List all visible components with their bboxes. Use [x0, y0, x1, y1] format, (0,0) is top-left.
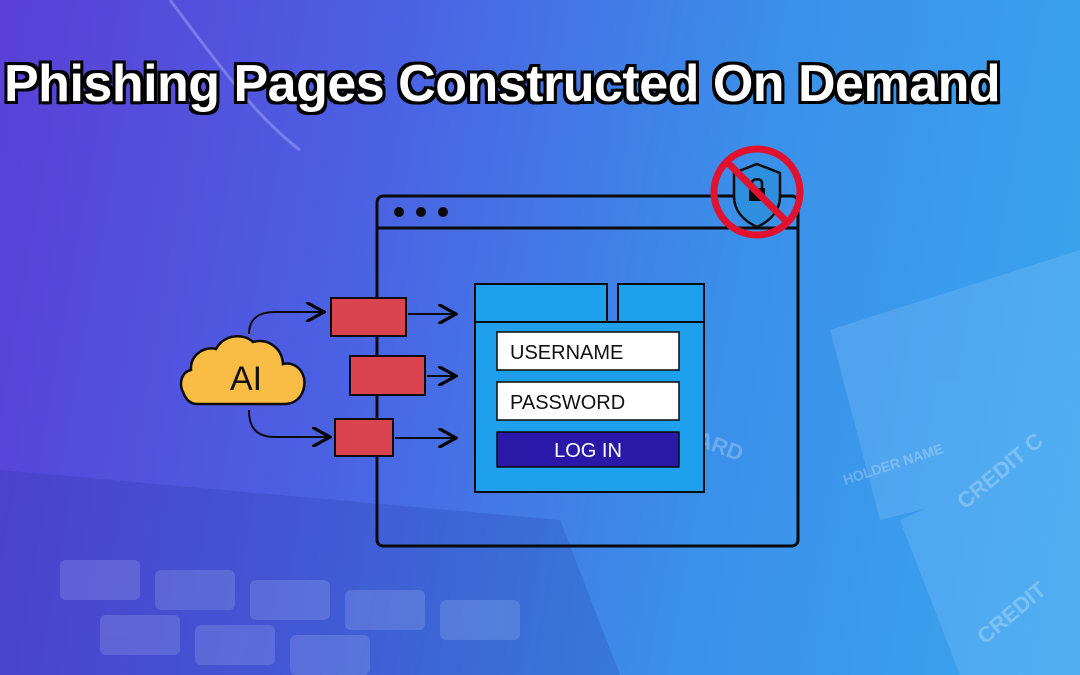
- page-title: Phishing Pages Constructed On Demand: [4, 55, 1001, 113]
- window-dot: [438, 207, 448, 217]
- login-form: USERNAME PASSWORD LOG IN: [474, 283, 705, 493]
- username-label: USERNAME: [510, 342, 623, 364]
- cloud-connectors: [248, 312, 328, 437]
- no-security-shield-icon: [710, 145, 804, 239]
- password-field: [496, 381, 680, 421]
- generated-block: [349, 355, 426, 396]
- cloud-label: AI: [230, 360, 262, 398]
- username-field: [496, 331, 680, 371]
- generated-block: [330, 297, 407, 337]
- form-header-tab: [474, 283, 608, 323]
- generated-block: [334, 418, 394, 457]
- login-button-label: LOG IN: [554, 440, 622, 462]
- cloud-icon: AI: [179, 335, 306, 406]
- form-header-tab: [617, 283, 705, 323]
- window-dot: [394, 207, 404, 217]
- arrow-icon: [395, 314, 454, 438]
- generated-blocks: [330, 297, 426, 457]
- password-label: PASSWORD: [510, 392, 625, 414]
- login-button: [496, 431, 680, 468]
- window-dot: [416, 207, 426, 217]
